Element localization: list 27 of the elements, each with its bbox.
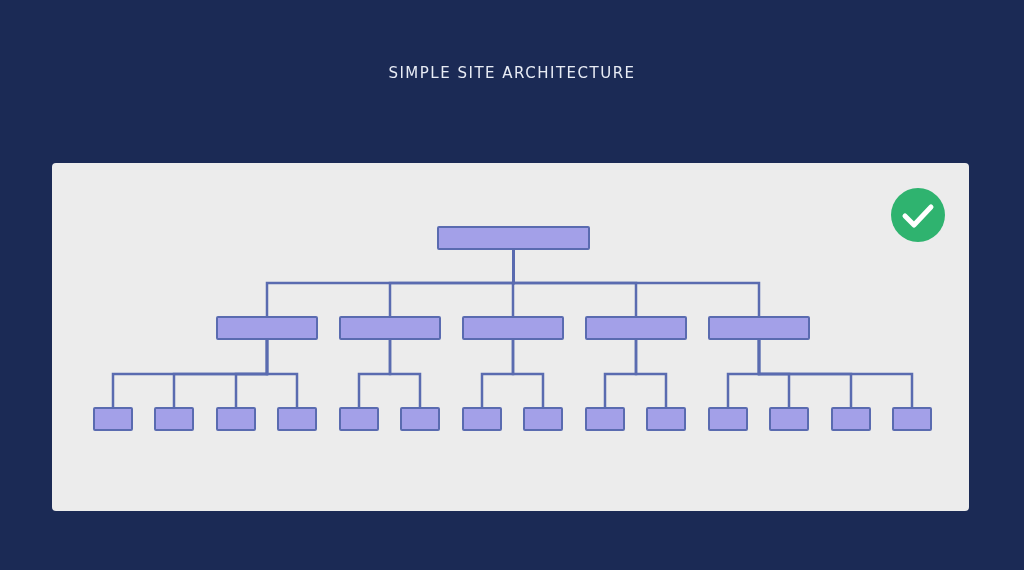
page-box bbox=[93, 407, 133, 431]
page-box bbox=[462, 316, 564, 340]
page-box bbox=[400, 407, 440, 431]
connector-line bbox=[265, 340, 299, 407]
connector-line bbox=[757, 340, 914, 407]
page-box bbox=[339, 407, 379, 431]
page-box bbox=[831, 407, 871, 431]
page-box bbox=[708, 407, 748, 431]
page-box bbox=[462, 407, 502, 431]
page-box bbox=[892, 407, 932, 431]
connector-line bbox=[511, 340, 545, 407]
connector-line bbox=[634, 340, 668, 407]
page-box bbox=[585, 316, 687, 340]
page-box bbox=[277, 407, 317, 431]
diagram-title: SIMPLE SITE ARCHITECTURE bbox=[388, 64, 636, 82]
connector-line bbox=[388, 340, 422, 407]
page-box bbox=[154, 407, 194, 431]
page-box bbox=[216, 407, 256, 431]
page-box bbox=[523, 407, 563, 431]
page-box bbox=[437, 226, 590, 250]
page-box bbox=[216, 316, 318, 340]
page-box bbox=[585, 407, 625, 431]
page-box bbox=[708, 316, 810, 340]
connector-line bbox=[512, 250, 761, 316]
page-box bbox=[339, 316, 441, 340]
page-box bbox=[646, 407, 686, 431]
page-box bbox=[769, 407, 809, 431]
